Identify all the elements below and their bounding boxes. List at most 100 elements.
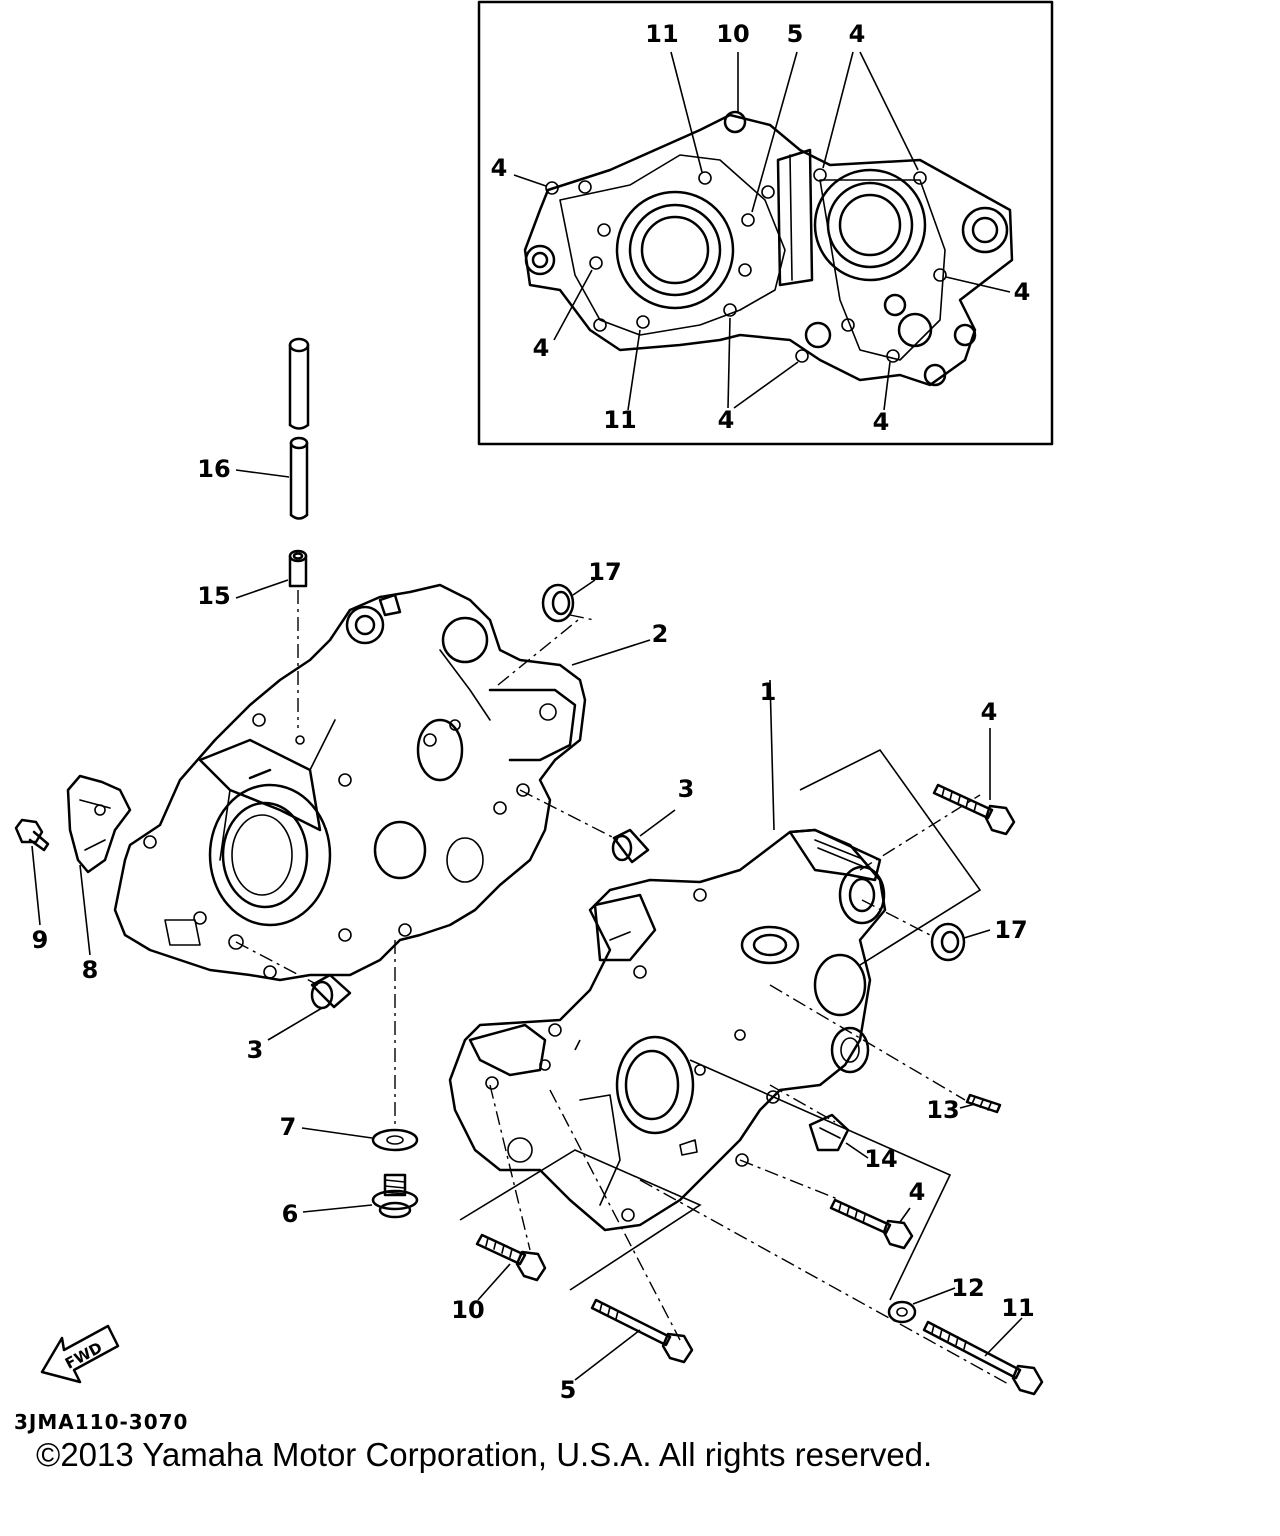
- callout-inset-6: 4: [533, 334, 550, 362]
- callout-parts-4: 1: [760, 678, 777, 706]
- callout-parts-12: 7: [280, 1113, 297, 1141]
- inset-edge-hole: [953, 323, 977, 347]
- part-17-seal-right: [930, 922, 991, 962]
- callout-parts-16: 12: [951, 1274, 984, 1302]
- right-lower-boss-inner: [840, 1037, 860, 1063]
- callout-parts-7: 17: [994, 916, 1027, 944]
- lower-bolt-bracket-right: [689, 1059, 952, 1301]
- seal-17-guide: [497, 619, 579, 686]
- callout-parts-9: 8: [82, 956, 99, 984]
- right-lower-boss: [830, 1026, 870, 1074]
- right-side-boss-inner: [848, 877, 876, 913]
- callout-parts-13: 14: [864, 1145, 897, 1173]
- inset-detail: [477, 0, 1054, 446]
- inset-left-bearing-mid: [628, 203, 722, 297]
- part-11-guide: [639, 1179, 1011, 1386]
- part-5-bolt: [574, 1298, 694, 1381]
- diagram-code: 3JMA110-3070: [14, 1410, 189, 1434]
- left-lower-bore-2: [446, 837, 484, 883]
- part-4-bolt-upper: [932, 728, 1016, 836]
- right-crankcase-half: [448, 679, 1011, 1386]
- inset-crankcase-outline: [523, 113, 1014, 387]
- callout-parts-1: 15: [197, 582, 230, 610]
- inset-gasket-line: [559, 154, 786, 336]
- part-17-seal-upper: [541, 579, 596, 623]
- right-upper-boss: [740, 925, 800, 965]
- left-flange-hole: [539, 703, 557, 721]
- left-main-bore-inner: [221, 801, 309, 909]
- callout-parts-11: 13: [926, 1096, 959, 1124]
- inset-gasket-line-right: [819, 179, 946, 361]
- inset-slot: [776, 148, 814, 287]
- left-crankcase-half: [113, 583, 651, 1130]
- left-block-lines: [219, 719, 336, 861]
- inset-left-bearing-outer: [615, 190, 735, 310]
- callout-parts-3: 2: [652, 620, 669, 648]
- inset-lower-hole-small: [883, 293, 907, 317]
- part-14-guide: [769, 1084, 836, 1123]
- right-main-bore-outer: [615, 1035, 695, 1135]
- right-rib: [579, 1094, 621, 1206]
- inset-corner-hole: [923, 363, 947, 387]
- left-top-rib: [439, 649, 491, 721]
- callout-inset-0: 11: [645, 20, 678, 48]
- left-main-bore-outer: [208, 783, 332, 927]
- part-15-fitting: [235, 549, 308, 728]
- callout-inset-5: 4: [1014, 278, 1031, 306]
- seal-17-guide-right: [861, 899, 931, 936]
- part-10-bolt: [475, 1233, 547, 1301]
- callout-parts-19: 5: [560, 1376, 577, 1404]
- part-13-guide: [769, 984, 966, 1101]
- callout-inset-1: 10: [716, 20, 749, 48]
- callout-parts-14: 4: [909, 1178, 926, 1206]
- callout-parts-10: 3: [247, 1036, 264, 1064]
- inset-top-hole: [723, 110, 747, 134]
- callout-inset-9: 4: [873, 408, 890, 436]
- inset-frame: [477, 0, 1054, 446]
- right-side-boss-2: [813, 953, 867, 1017]
- right-main-bore-inner: [624, 1049, 680, 1121]
- inset-slot-line: [789, 154, 793, 281]
- inset-boss-left: [524, 244, 556, 276]
- part-4-upper-guide: [859, 794, 981, 871]
- right-left-flange: [468, 1023, 547, 1077]
- inset-lower-hole: [897, 312, 933, 348]
- right-top-box-hatch: [814, 839, 863, 867]
- left-small-hole: [449, 719, 461, 731]
- left-inner-bore: [416, 718, 464, 782]
- fwd-label: FWD: [62, 1338, 105, 1372]
- part-14-cap: [808, 1113, 869, 1159]
- inset-bolt-holes: [545, 168, 947, 363]
- lower-bolt-bracket-left: [459, 1149, 702, 1291]
- callout-inset-7: 11: [603, 406, 636, 434]
- left-slot-mark: [248, 768, 272, 780]
- inset-right-bearing-outer: [813, 168, 927, 282]
- right-mount-ear: [593, 893, 657, 962]
- callout-parts-6: 3: [678, 775, 695, 803]
- part-10-guide: [489, 1084, 531, 1251]
- callout-parts-5: 4: [981, 698, 998, 726]
- part-3-dowel-right: [611, 809, 676, 864]
- right-top-box: [788, 828, 882, 882]
- callout-inset-4: 4: [491, 154, 508, 182]
- left-top-tab: [378, 593, 402, 617]
- right-mount-slot: [609, 931, 631, 941]
- left-case-bolt-holes: [143, 713, 507, 979]
- part-4-lower-guide: [739, 1159, 841, 1201]
- right-side-boss: [838, 865, 886, 925]
- inset-boss-right-inner: [971, 216, 999, 244]
- dowel-3-guide-right: [519, 789, 619, 841]
- inset-right-bearing-inner: [838, 193, 902, 257]
- right-case-bolt-holes: [485, 888, 780, 1222]
- left-top-boss: [345, 605, 385, 645]
- leader-part-2: [571, 639, 651, 666]
- callout-parts-18: 10: [451, 1296, 484, 1324]
- part-12-washer: [887, 1287, 956, 1324]
- part-11-bolt: [922, 1317, 1044, 1396]
- callout-inset-8: 4: [718, 406, 735, 434]
- right-left-boss: [507, 1137, 533, 1163]
- right-crankcase-outline: [448, 828, 887, 1232]
- part-16-tube: [235, 337, 310, 520]
- left-tab: [164, 919, 201, 946]
